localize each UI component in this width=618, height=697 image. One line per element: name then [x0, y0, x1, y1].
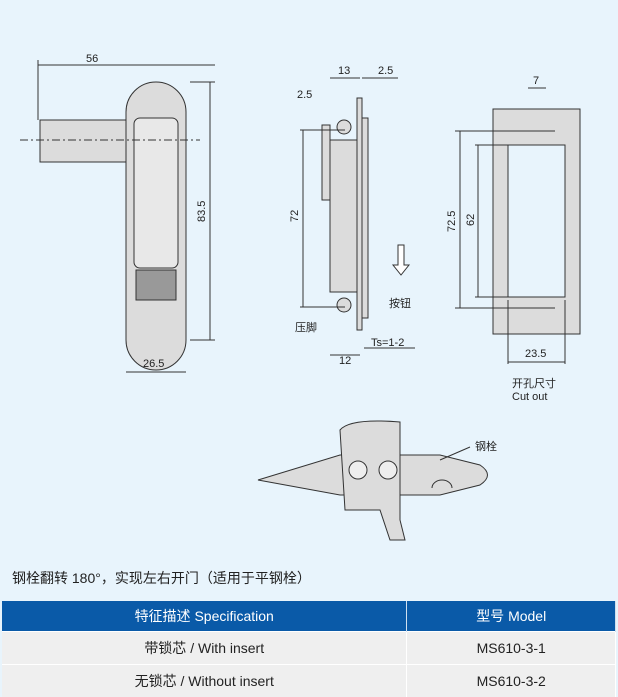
label-bolt: 钢栓 — [475, 439, 497, 453]
dim-side-13: 13 — [338, 65, 350, 77]
dim-side-12: 12 — [339, 355, 351, 367]
bolt-view — [258, 421, 488, 540]
dim-side-2-5-top: 2.5 — [378, 65, 393, 77]
front-view — [20, 60, 215, 372]
dim-cutout-62: 62 — [465, 214, 477, 226]
dim-cutout-72-5: 72.5 — [446, 211, 458, 232]
dim-side-ts: Ts=1-2 — [371, 337, 404, 349]
dim-front-height: 83.5 — [196, 201, 208, 222]
spec-table: 特征描述 Specification 型号 Model 带锁芯 / With i… — [2, 601, 616, 697]
dim-side-2-5-left: 2.5 — [297, 89, 312, 101]
cell-spec: 带锁芯 / With insert — [2, 632, 407, 665]
header-model: 型号 Model — [407, 601, 616, 632]
dim-side-72: 72 — [289, 210, 301, 222]
caption: 钢栓翻转 180°，实现左右开门（适用于平钢栓） — [12, 568, 311, 588]
cell-model: MS610-3-1 — [407, 632, 616, 665]
technical-drawing: 56 83.5 26.5 13 2.5 2.5 72 12 Ts=1-2 按钮 … — [0, 0, 618, 560]
header-specification: 特征描述 Specification — [2, 601, 407, 632]
dim-front-bottom: 26.5 — [143, 358, 164, 370]
dim-cutout-23-5: 23.5 — [525, 348, 546, 360]
cutout-label-en: Cut out — [512, 391, 547, 403]
label-button: 按钮 — [389, 296, 411, 310]
dim-cutout-slot: 7 — [533, 75, 539, 87]
table-row: 无锁芯 / Without insert MS610-3-2 — [2, 665, 616, 697]
table-header: 特征描述 Specification 型号 Model — [2, 601, 616, 632]
dim-front-width: 56 — [86, 53, 98, 65]
cell-model: MS610-3-2 — [407, 665, 616, 697]
cell-spec: 无锁芯 / Without insert — [2, 665, 407, 697]
side-view — [300, 78, 415, 355]
cutout-label-cn: 开孔尺寸 — [512, 376, 556, 390]
label-foot: 压脚 — [295, 320, 317, 334]
table-row: 带锁芯 / With insert MS610-3-1 — [2, 632, 616, 665]
